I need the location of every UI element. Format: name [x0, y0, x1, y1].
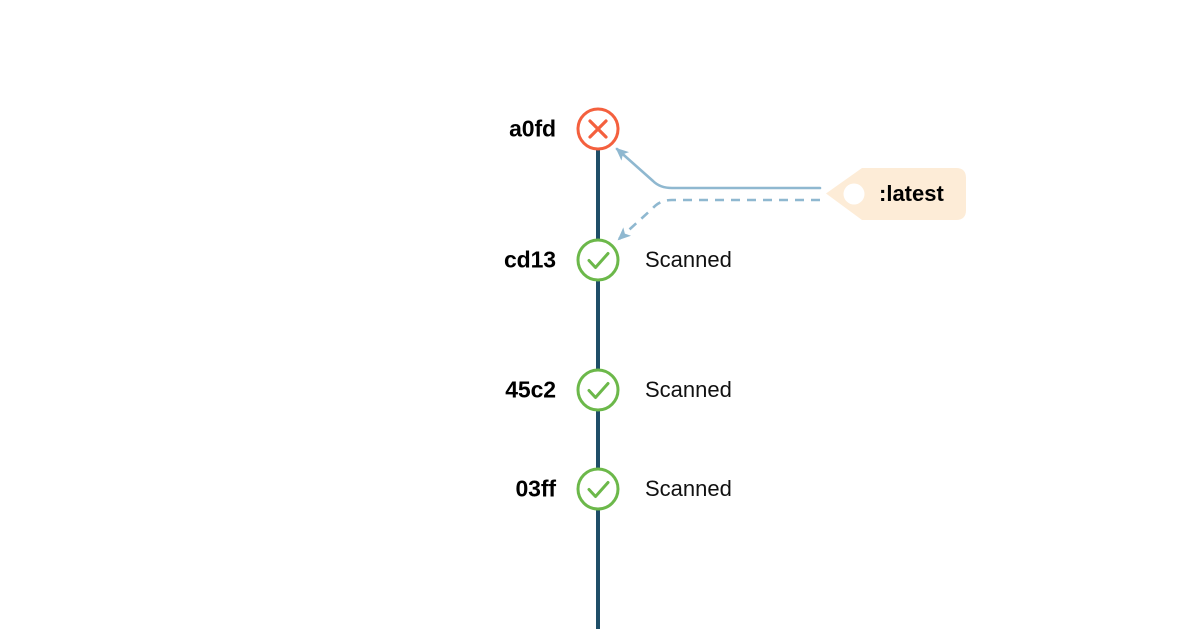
tag-hole-icon: [843, 183, 865, 205]
tag-label-latest[interactable]: :latest: [879, 181, 944, 206]
node-03ff[interactable]: [576, 467, 620, 511]
node-hash-03ff[interactable]: 03ff: [515, 475, 556, 502]
node-a0fd[interactable]: [576, 107, 620, 151]
cross-circle-icon[interactable]: [576, 107, 620, 151]
node-status-03ff: Scanned: [645, 476, 732, 501]
check-icon-glyph: [587, 382, 610, 399]
node-status-45c2: Scanned: [645, 377, 732, 402]
node-status-cd13: Scanned: [645, 247, 732, 272]
tag-icon[interactable]: [826, 168, 966, 220]
check-circle-icon[interactable]: [576, 467, 620, 511]
node-45c2-background: [578, 370, 618, 410]
check-icon-glyph: [587, 252, 610, 269]
connector-tag-to-a0fd: [615, 147, 822, 190]
check-circle-icon[interactable]: [576, 238, 620, 282]
node-hash-cd13[interactable]: cd13: [503, 246, 556, 273]
connector-tag-to-cd13: [617, 198, 820, 241]
node-03ff-background: [578, 469, 618, 509]
check-icon-glyph: [587, 481, 610, 498]
node-cd13-background: [578, 240, 618, 280]
node-cd13[interactable]: [576, 238, 620, 282]
node-45c2[interactable]: [576, 368, 620, 412]
node-hash-a0fd[interactable]: a0fd: [509, 115, 556, 142]
cross-icon-glyph: [588, 119, 608, 139]
tag-latest[interactable]: [826, 168, 966, 220]
node-hash-45c2[interactable]: 45c2: [505, 376, 556, 403]
check-circle-icon[interactable]: [576, 368, 620, 412]
